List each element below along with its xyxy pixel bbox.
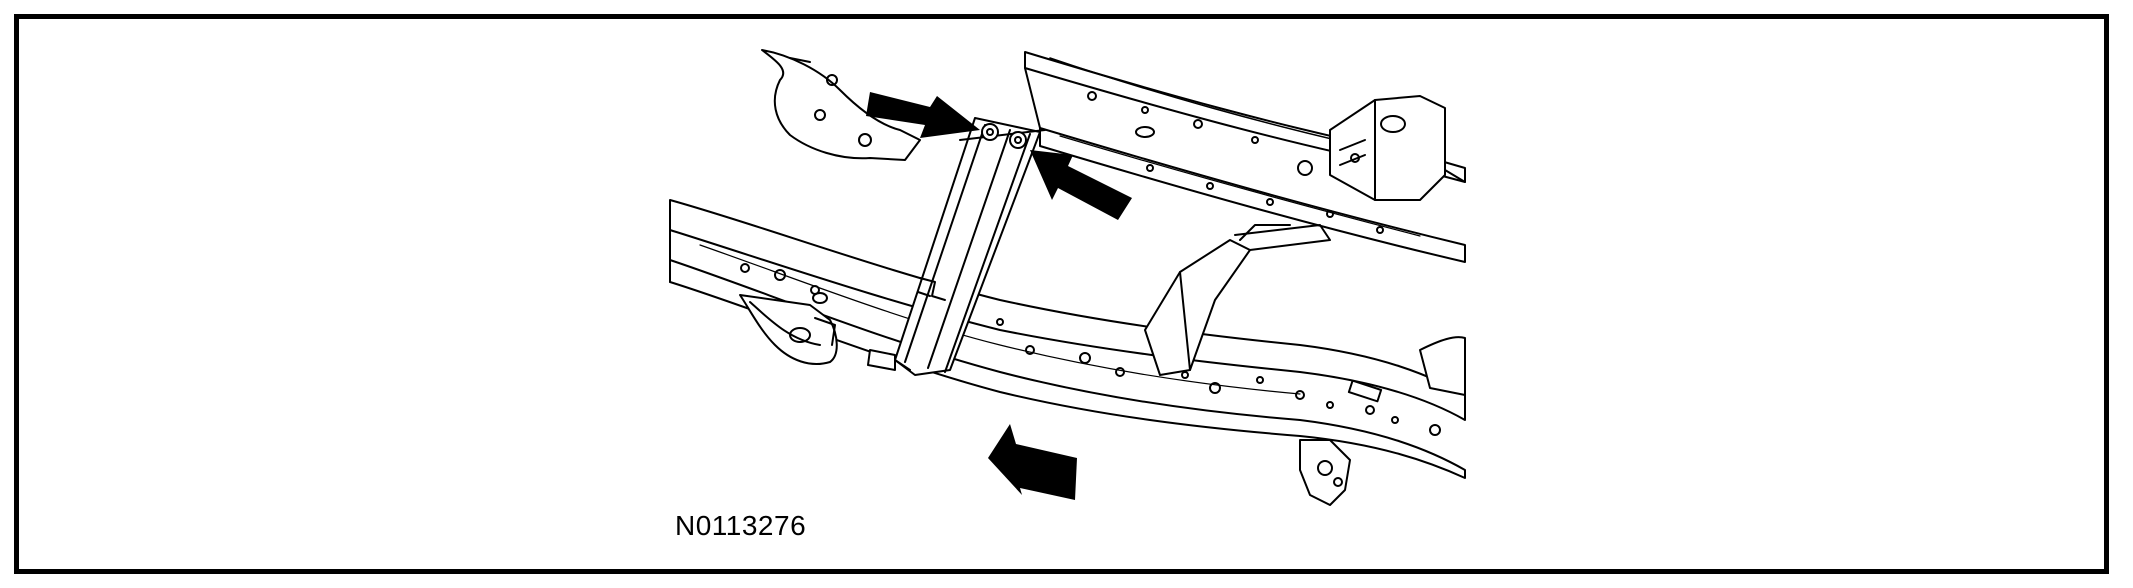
left-spring-hanger [739,294,838,365]
front-crossmember-stub [1144,224,1331,376]
brace-fasteners [981,123,1027,149]
callout-arrow-lower-fastener [1030,150,1132,220]
right-lower-bracket [1299,336,1466,506]
diagonal-brace [867,117,1046,376]
upper-left-mount-plate [761,49,921,161]
figure-id-label: N0113276 [675,510,807,541]
callout-arrow-upper-fastener [866,92,980,138]
rear-mount-bracket [1329,95,1466,201]
vehicle-front-direction-arrow [988,424,1077,500]
